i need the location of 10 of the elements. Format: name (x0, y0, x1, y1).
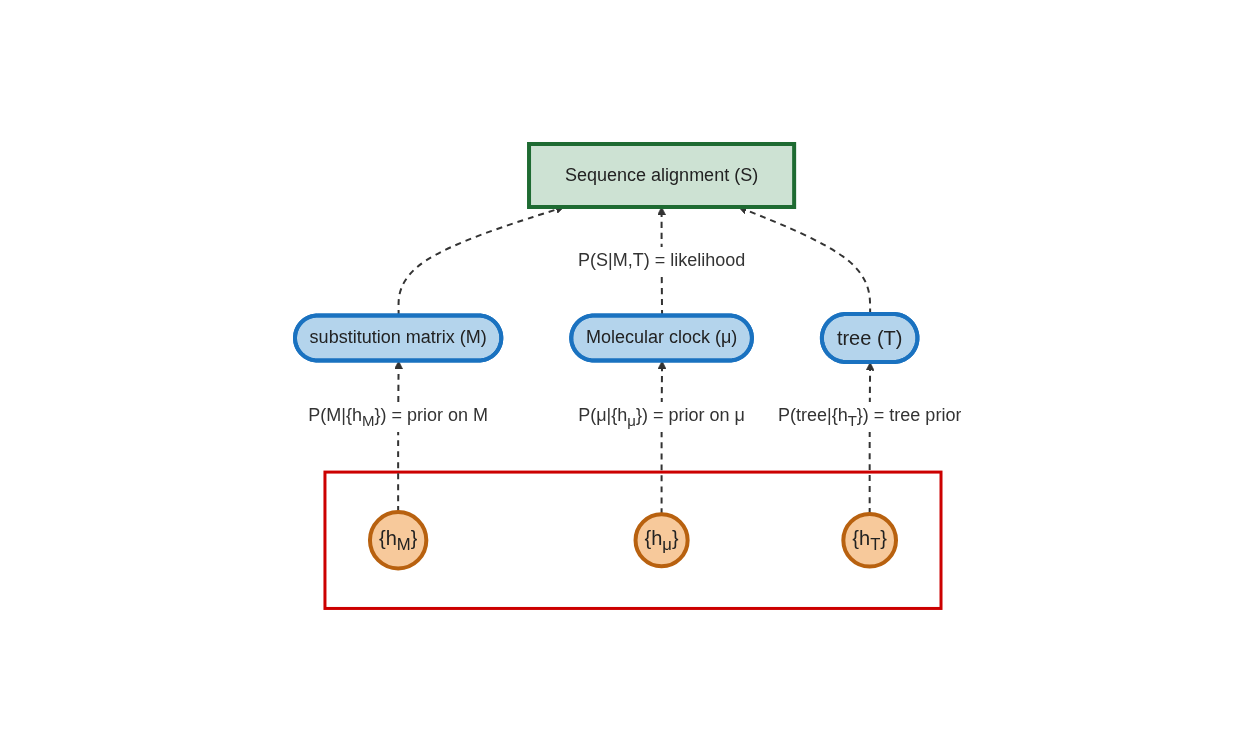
edge-label: P(M|{h$_{M}$}) = prior on M (308, 404, 488, 429)
node-circle: {h$_{M}$} (367, 509, 429, 571)
cluster (323, 470, 943, 610)
arrow (657, 360, 667, 515)
edge-label: P(tree|{h$_{T}$}) = tree prior (777, 404, 962, 429)
edge-label: P(μ|{h$_{μ}$}) = prior on μ (578, 404, 745, 429)
edge-label: P(S|M,T) = likelihood (577, 249, 745, 270)
node-box: Sequence alignment (S) (526, 141, 796, 209)
node-circle: {h$_{μ}$} (633, 512, 690, 569)
node-circle: {h$_{T}$} (841, 511, 898, 569)
